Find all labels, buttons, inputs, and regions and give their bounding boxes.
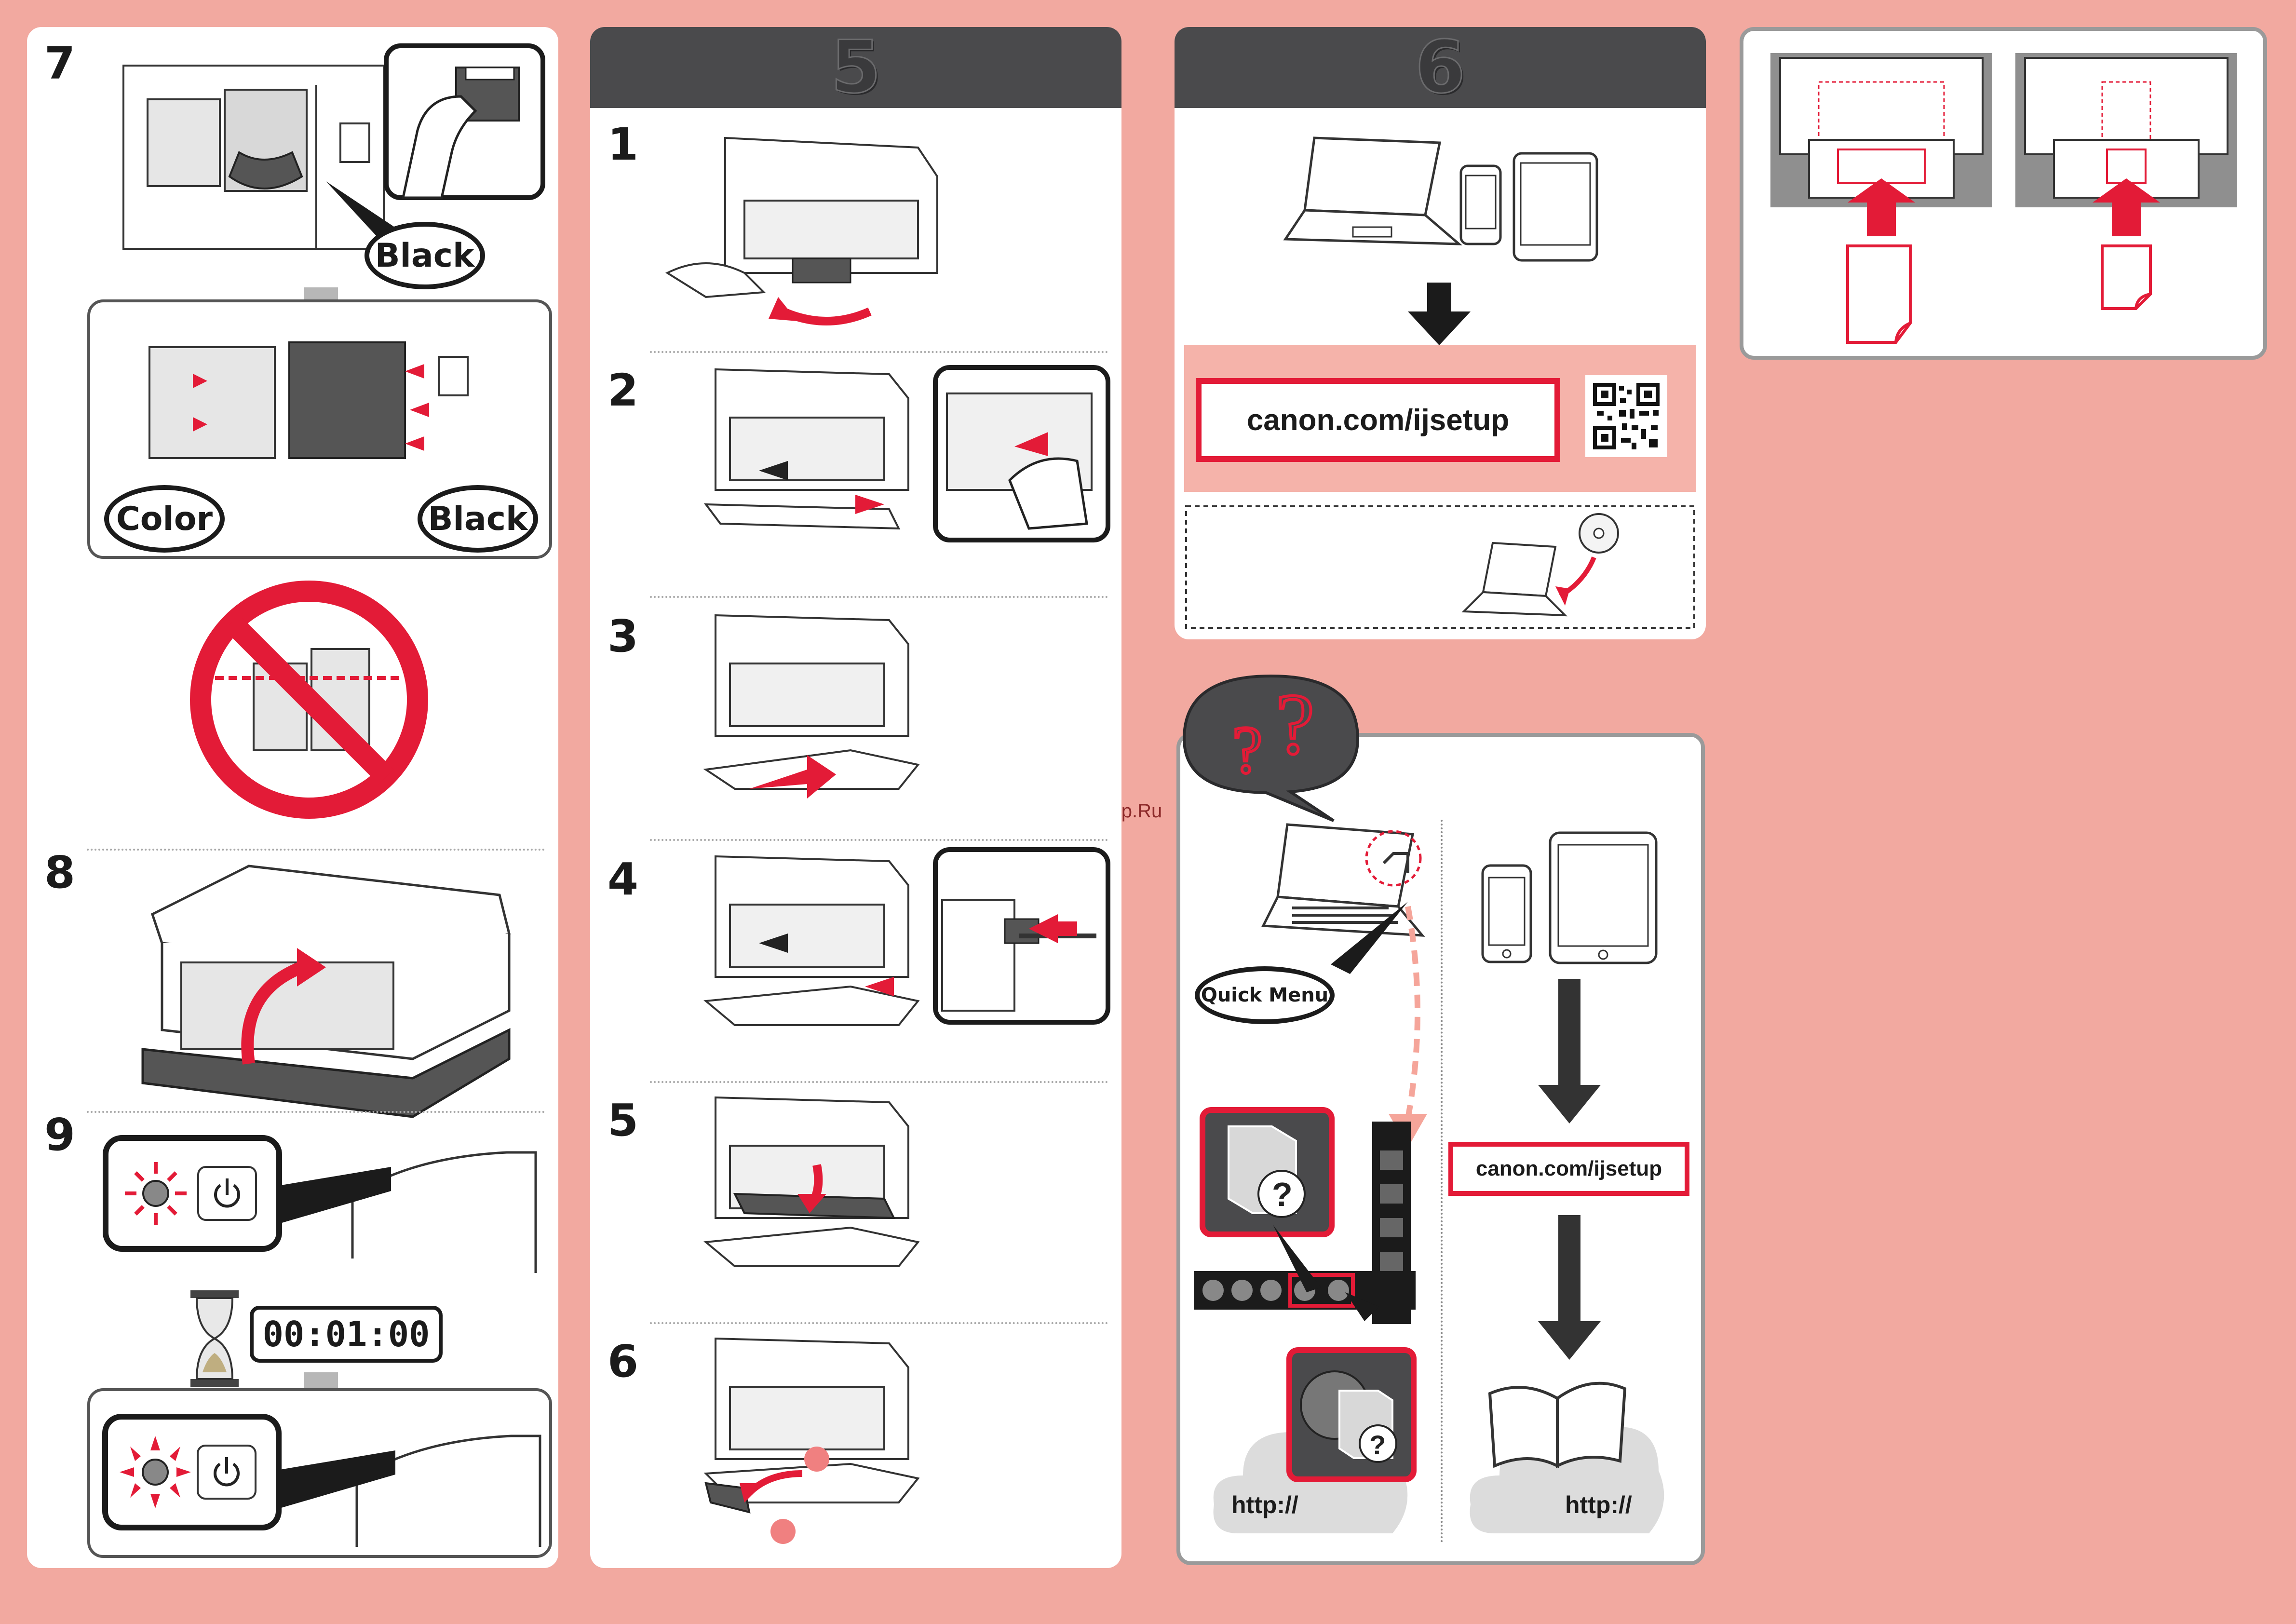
down-arrow-icon bbox=[1538, 1215, 1601, 1360]
http-label-left: http:// bbox=[1231, 1491, 1298, 1519]
substep-number: 1 bbox=[608, 119, 638, 170]
down-arrow-icon bbox=[1408, 283, 1471, 345]
callout-black-bottom: Black bbox=[418, 485, 538, 553]
callout-color: Color bbox=[104, 485, 225, 553]
qr-code-icon[interactable] bbox=[1585, 375, 1667, 457]
section-number: 5 bbox=[831, 27, 881, 109]
cd-install-dashed-box bbox=[1184, 504, 1696, 630]
smartphone-icon bbox=[1459, 164, 1502, 246]
substep-number: 5 bbox=[608, 1095, 638, 1146]
setup-url-box[interactable]: canon.com/ijsetup bbox=[1196, 378, 1560, 462]
svg-text:?: ? bbox=[1276, 676, 1314, 772]
panel-step-5-load-paper: 5 1 2 3 4 bbox=[590, 27, 1121, 1568]
divider bbox=[650, 1322, 1108, 1324]
http-label-right: http:// bbox=[1565, 1491, 1632, 1519]
substep-number: 4 bbox=[608, 853, 638, 905]
panel-steps-7-9: 7 Black Color Black bbox=[27, 27, 558, 1568]
quick-menu-callout: Quick Menu bbox=[1195, 966, 1335, 1024]
insert-paper-illustration bbox=[706, 606, 1024, 813]
divider bbox=[87, 849, 545, 851]
open-paper-support-illustration bbox=[667, 128, 1034, 360]
open-book-icon bbox=[1485, 1369, 1630, 1475]
svg-text:?: ? bbox=[1369, 1430, 1386, 1460]
timer-display: 00:01:00 bbox=[250, 1306, 443, 1363]
section-number: 6 bbox=[1415, 27, 1465, 109]
panel-step-6-install-software: 6 canon.com/ijsetup bbox=[1175, 27, 1706, 639]
help-url-box[interactable]: canon.com/ijsetup bbox=[1448, 1142, 1689, 1196]
divider bbox=[87, 1111, 545, 1113]
divider bbox=[650, 596, 1108, 598]
question-speech-bubble-icon: ? ? bbox=[1175, 666, 1367, 821]
step-8-number: 8 bbox=[44, 847, 75, 898]
open-output-tray-illustration bbox=[696, 1329, 1024, 1551]
tablet-icon bbox=[1548, 830, 1659, 965]
adjust-guide-inset bbox=[932, 847, 1111, 1025]
toolbar-callout-pointers bbox=[1254, 1225, 1398, 1321]
slide-guide-inset bbox=[932, 365, 1111, 543]
column-divider bbox=[1441, 820, 1443, 1543]
divider bbox=[650, 839, 1108, 841]
step-7-number: 7 bbox=[44, 38, 75, 89]
prohibited-icon bbox=[186, 577, 432, 823]
hourglass-icon bbox=[188, 1290, 241, 1387]
divider bbox=[650, 351, 1108, 353]
laptop-icon bbox=[1281, 133, 1464, 258]
substep-number: 2 bbox=[608, 365, 638, 416]
printer-open-illustration bbox=[143, 856, 519, 1126]
substep-number: 3 bbox=[608, 610, 638, 662]
svg-text:?: ? bbox=[1232, 713, 1262, 787]
power-button-blinking-inset bbox=[102, 1128, 550, 1278]
smartphone-icon bbox=[1480, 863, 1533, 964]
tablet-icon bbox=[1512, 151, 1599, 262]
step-9-number: 9 bbox=[44, 1109, 75, 1161]
close-cover-illustration bbox=[706, 1088, 1014, 1295]
paper-orientation-landscape bbox=[1770, 53, 1992, 347]
callout-black-top: Black bbox=[365, 222, 485, 289]
online-manual-globe-icon[interactable]: ? bbox=[1286, 1347, 1417, 1482]
divider bbox=[650, 1081, 1108, 1083]
paper-orientation-portrait bbox=[2015, 53, 2237, 347]
power-button-lit-box bbox=[87, 1388, 553, 1558]
substep-number: 6 bbox=[608, 1336, 638, 1387]
down-arrow-icon bbox=[1538, 979, 1601, 1123]
panel-header: 5 bbox=[590, 27, 1121, 108]
dashed-pink-arrow bbox=[1379, 907, 1437, 1157]
panel-header: 6 bbox=[1175, 27, 1706, 108]
